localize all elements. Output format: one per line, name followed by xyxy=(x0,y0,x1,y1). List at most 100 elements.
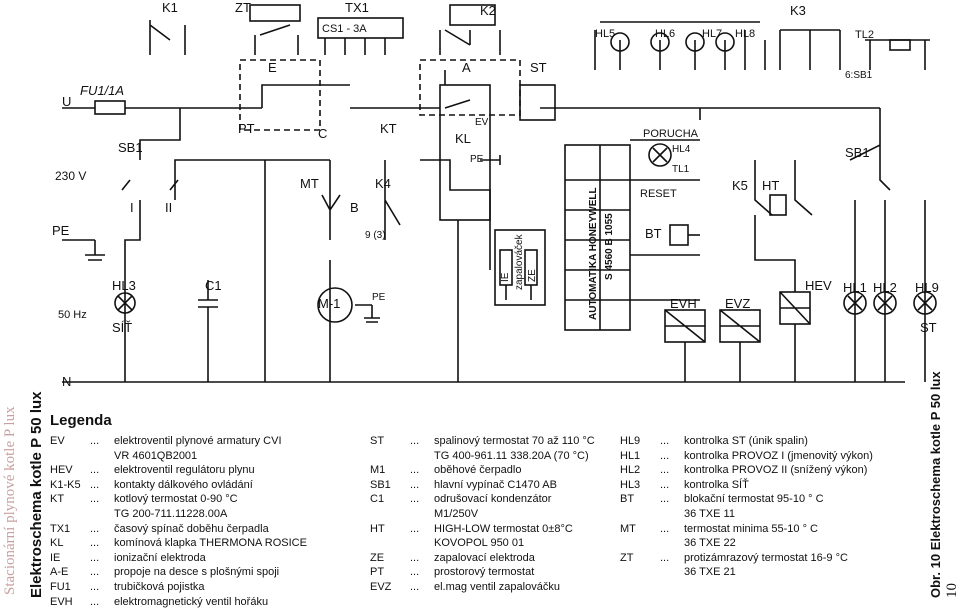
legend-value: zapalovací elektroda xyxy=(434,551,535,564)
legend-value: kontrolka PROVOZ II (snížený výkon) xyxy=(684,464,868,477)
legend-dots xyxy=(660,565,684,580)
label-hl8: HL8 xyxy=(735,28,755,40)
label-hl1: HL1 xyxy=(843,280,867,295)
label-evz: EVZ xyxy=(725,296,750,311)
legend-key: HL9 xyxy=(620,435,641,447)
label-pe-kl: PE xyxy=(470,154,484,165)
label-hev: HEV xyxy=(805,278,832,293)
legend-key: A-E xyxy=(50,566,69,579)
legend-key xyxy=(370,449,410,464)
legend-value: prostorový termostat xyxy=(434,566,535,579)
legend-value: komínová klapka THERMONA ROSICE xyxy=(114,537,307,550)
legend-value: časový spínač doběhu čerpadla xyxy=(114,522,269,535)
legend-value: 36 TXE 22 xyxy=(684,537,736,550)
label-hl5: HL5 xyxy=(595,28,615,40)
label-hl3: HL3 xyxy=(112,278,136,293)
legend-value: VR 4601QB2001 xyxy=(114,449,198,462)
legend-dots xyxy=(90,449,114,464)
legend-item: HEV...elektroventil regulátoru plynu xyxy=(50,463,307,478)
legend-dots: ... xyxy=(410,464,420,477)
legend-dots: ... xyxy=(90,478,100,491)
label-ev: EV xyxy=(475,117,489,128)
legend-item: A-E...propoje na desce s plošnými spoji xyxy=(50,565,307,580)
label-hl4: HL4 xyxy=(672,144,691,155)
legend-dots: ... xyxy=(660,449,670,462)
label-bt: BT xyxy=(645,226,662,241)
label-hl6: HL6 xyxy=(655,28,675,40)
label-sb1: SB1 xyxy=(118,140,143,155)
legend-item: ZE...zapalovací elektroda xyxy=(370,551,595,566)
legend-key: M1 xyxy=(370,464,386,477)
legend-value: kontrolka SÍŤ xyxy=(684,478,749,491)
page-number: 10 xyxy=(944,583,960,598)
legend-dots: ... xyxy=(90,464,100,477)
legend-key: HT xyxy=(370,522,385,535)
legend-dots: ... xyxy=(90,551,100,564)
label-evh: EVH xyxy=(670,296,697,311)
legend-dots: ... xyxy=(660,493,670,506)
legend-dots xyxy=(410,507,434,522)
legend-dots: ... xyxy=(90,537,100,550)
label-9-3: 9 (3) xyxy=(365,230,386,241)
legend-key: KT xyxy=(50,493,65,506)
legend-dots: ... xyxy=(410,493,420,506)
label-50hz: 50 Hz xyxy=(58,309,87,321)
legend-dots: ... xyxy=(90,580,100,593)
label-fu1: FU1/1A xyxy=(80,83,124,98)
label-tl2: TL2 xyxy=(855,29,874,41)
label-k3: K3 xyxy=(790,3,806,18)
legend-dots: ... xyxy=(660,478,670,491)
legend-dots: ... xyxy=(410,551,420,564)
legend-value: 36 TXE 11 xyxy=(684,507,735,520)
legend-item: VR 4601QB2001 xyxy=(50,449,307,464)
label-automatika: AUTOMATIKA HONEYWELL xyxy=(588,187,599,320)
legend-item: HL2...kontrolka PROVOZ II (snížený výkon… xyxy=(620,463,873,478)
label-st: ST xyxy=(530,60,547,75)
label-tx1: TX1 xyxy=(345,0,369,15)
label-c1: C1 xyxy=(205,278,222,293)
label-tl1: TL1 xyxy=(672,164,690,175)
legend-item: 36 TXE 11 xyxy=(620,507,873,522)
label-ie: IE xyxy=(500,272,511,282)
legend-value: elektroventil regulátoru plynu xyxy=(114,464,255,477)
label-ht: HT xyxy=(762,178,779,193)
label-sb1-right: SB1 xyxy=(845,145,870,160)
legend-key: BT xyxy=(620,493,635,506)
legend-key xyxy=(620,536,660,551)
label-k4: K4 xyxy=(375,176,391,191)
label-b: B xyxy=(350,200,359,215)
legend-key: IE xyxy=(50,551,61,564)
legend-key xyxy=(50,449,90,464)
label-zt: ZT xyxy=(235,0,251,15)
label-k1: K1 xyxy=(162,0,178,15)
label-mt: MT xyxy=(300,176,319,191)
legend-column-2: ST... spalinový termostat 70 až 110 °C TG … xyxy=(370,434,595,595)
legend-value: spalinový termostat 70 až 110 °C xyxy=(434,435,595,447)
legend-value: protizámrazový termostat 16-9 °C xyxy=(684,551,848,564)
legend-item: HL1...kontrolka PROVOZ I (jmenovitý výko… xyxy=(620,449,873,464)
legend-key: HL1 xyxy=(620,449,641,462)
legend-dots: ... xyxy=(410,435,420,447)
legend-dots: ... xyxy=(410,580,420,593)
legend-key: FU1 xyxy=(50,580,71,593)
label-ze: ZE xyxy=(527,269,538,282)
legend-item: TG 400-961.11 338.20A (70 °C) xyxy=(370,449,595,464)
label-e: E xyxy=(268,60,277,75)
legend-column-3: HL9...kontrolka ST (únik spalin)HL1...ko… xyxy=(620,434,873,580)
label-n: N xyxy=(62,374,71,389)
legend-value: TG 400-961.11 338.20A (70 °C) xyxy=(434,449,589,462)
legend-item: K1-K5...kontakty dálkového ovládání xyxy=(50,478,307,493)
legend-value: oběhové čerpadlo xyxy=(434,464,522,477)
legend-value: hlavní vypínač C1470 AB xyxy=(434,478,557,491)
legend-item: 36 TXE 22 xyxy=(620,536,873,551)
label-cs1: CS1 - 3A xyxy=(322,23,367,35)
legend-key: ST xyxy=(370,435,385,447)
legend-key xyxy=(370,536,410,551)
legend-key: HL3 xyxy=(620,478,641,491)
label-roman-1: I xyxy=(130,200,134,215)
legend-key: KL xyxy=(50,537,64,550)
label-kt: KT xyxy=(380,121,397,136)
label-hl9: HL9 xyxy=(915,280,939,295)
legend-key: SB1 xyxy=(370,478,391,491)
